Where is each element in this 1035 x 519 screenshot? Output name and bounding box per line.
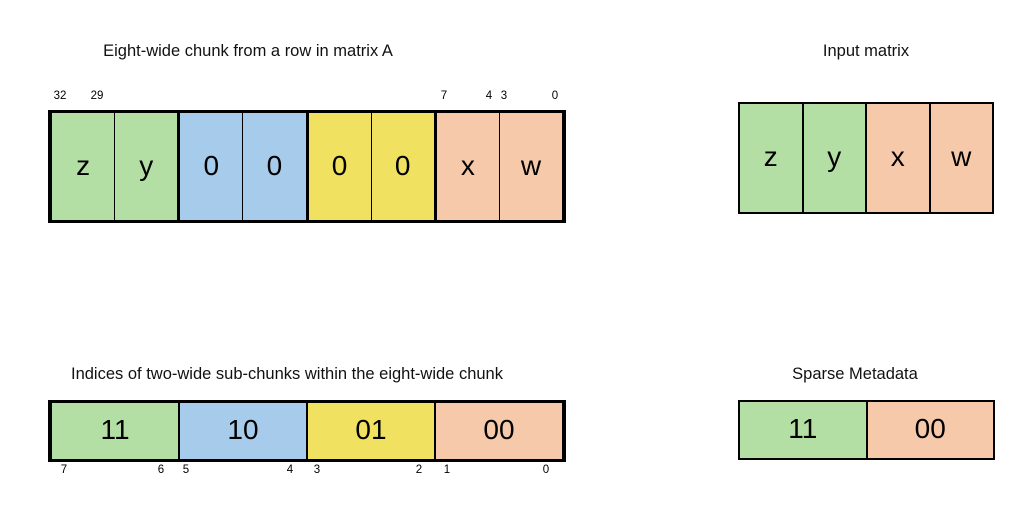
- bit-label-5: 5: [182, 464, 190, 476]
- chunk-cell-2: 0: [180, 113, 244, 220]
- indices-title: Indices of two-wide sub-chunks within th…: [71, 365, 503, 383]
- chunk-cell-0: z: [52, 113, 116, 220]
- indices-cell-3: 00: [436, 403, 562, 459]
- sparse-metadata-title: Sparse Metadata: [792, 365, 918, 383]
- chunk-cell-value-4: 0: [331, 149, 348, 181]
- chunk-cell-value-3: 0: [266, 149, 283, 181]
- metadata-cell-value-0: 11: [788, 413, 818, 444]
- bit-label-0: 0: [542, 464, 550, 476]
- input-cell-value-3: w: [951, 141, 972, 172]
- chunk-cell-value-1: y: [139, 149, 154, 181]
- indices-cell-value-0: 11: [100, 414, 130, 445]
- indices-cell-value-2: 01: [355, 414, 387, 445]
- chunk-cell-value-2: 0: [203, 149, 220, 181]
- bit-label-3: 3: [313, 464, 321, 476]
- bit-label-6: 6: [157, 464, 165, 476]
- bit-label-7: 7: [440, 90, 448, 102]
- chunk-cell-value-0: z: [76, 149, 91, 181]
- metadata-cell-0: 11: [740, 402, 868, 458]
- input-matrix-title: Input matrix: [822, 42, 910, 60]
- indices-bit-labels: 7 6 5 4 3 2 1 0: [0, 463, 1035, 477]
- bit-label-3: 3: [500, 90, 508, 102]
- indices-cell-0: 11: [52, 403, 180, 459]
- indices-cell-1: 10: [180, 403, 308, 459]
- chunk-box: z y 0 0 0 0 x w: [48, 110, 566, 223]
- chunk-cell-1: y: [115, 113, 181, 220]
- bit-label-32: 32: [53, 90, 67, 102]
- input-cell-3: w: [930, 104, 992, 212]
- chunk-cell-7: w: [499, 113, 562, 220]
- metadata-cell-value-1: 00: [914, 413, 946, 444]
- chunk-title: Eight-wide chunk from a row in matrix A: [103, 42, 393, 60]
- chunk-cell-value-6: x: [460, 149, 475, 181]
- sparse-metadata-box: 11 00: [738, 400, 995, 460]
- chunk-cell-value-5: 0: [394, 149, 411, 181]
- bit-label-4: 4: [286, 464, 294, 476]
- bit-label-0: 0: [551, 90, 559, 102]
- input-cell-1: y: [803, 104, 867, 212]
- indices-cell-2: 01: [308, 403, 436, 459]
- metadata-cell-1: 00: [867, 402, 993, 458]
- bit-label-7: 7: [60, 464, 68, 476]
- input-cell-value-0: z: [763, 141, 778, 172]
- input-cell-2: x: [867, 104, 931, 212]
- bit-label-4: 4: [485, 90, 493, 102]
- input-cell-value-1: y: [827, 141, 842, 172]
- indices-cell-value-1: 10: [227, 414, 259, 445]
- chunk-cell-value-7: w: [520, 149, 542, 181]
- chunk-cell-3: 0: [243, 113, 309, 220]
- bit-label-29: 29: [90, 90, 104, 102]
- chunk-cell-6: x: [436, 113, 500, 220]
- chunk-cell-5: 0: [371, 113, 437, 220]
- input-cell-0: z: [740, 104, 804, 212]
- bit-label-2: 2: [415, 464, 423, 476]
- indices-cell-value-3: 00: [483, 414, 515, 445]
- input-cell-value-2: x: [890, 141, 905, 172]
- bit-label-1: 1: [443, 464, 451, 476]
- indices-box: 11 10 01 00: [48, 400, 566, 462]
- chunk-cell-4: 0: [308, 113, 372, 220]
